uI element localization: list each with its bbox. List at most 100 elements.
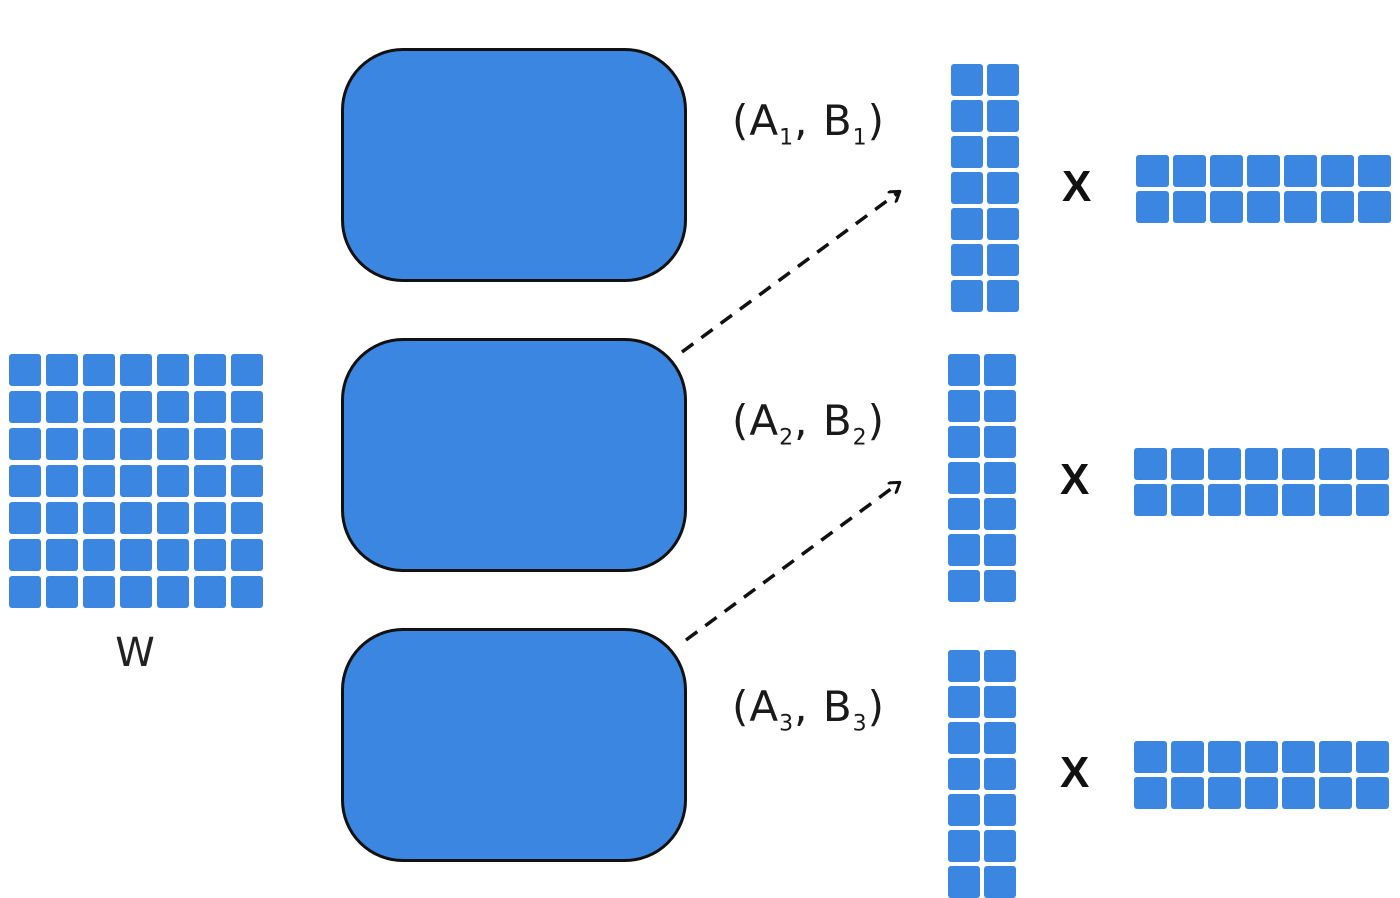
matrix-a1-cell: [987, 208, 1019, 240]
matrix-a2: [948, 354, 1016, 602]
matrix-a1-cell: [951, 136, 983, 168]
matrix-b2-cell: [1356, 484, 1389, 516]
matrix-w-cell: [231, 576, 263, 608]
matrix-b1-cell: [1247, 155, 1280, 187]
matrix-b1-cell: [1210, 155, 1243, 187]
diagram-canvas: W (A1, B1) (A2, B2) (A3, B3) X X X: [9, 48, 1391, 898]
block-2: [341, 338, 687, 572]
matrix-a2-cell: [984, 462, 1016, 494]
matrix-a2-cell: [984, 498, 1016, 530]
matrix-w-cell: [231, 502, 263, 534]
matrix-b3-cell: [1282, 777, 1315, 809]
matrix-b2-cell: [1245, 448, 1278, 480]
matrix-a3-cell: [948, 686, 980, 718]
matrix-w-cell: [46, 465, 78, 497]
matrix-w-cell: [83, 391, 115, 423]
matrix-w-cell: [120, 539, 152, 571]
matrix-w-cell: [9, 428, 41, 460]
matrix-w-cell: [83, 576, 115, 608]
matrix-a3-cell: [948, 794, 980, 826]
matrix-b3-cell: [1208, 741, 1241, 773]
matrix-a1-cell: [951, 280, 983, 312]
matrix-b2-cell: [1134, 448, 1167, 480]
matrix-b1-cell: [1358, 155, 1391, 187]
matrix-a3-cell: [984, 650, 1016, 682]
matrix-w-cell: [46, 354, 78, 386]
matrix-a3-cell: [984, 722, 1016, 754]
matrix-b3-cell: [1319, 741, 1352, 773]
matrix-w-cell: [120, 576, 152, 608]
matrix-a2-cell: [948, 534, 980, 566]
matrix-a1-cell: [951, 244, 983, 276]
matrix-w-cell: [9, 576, 41, 608]
matrix-a1-cell: [987, 136, 1019, 168]
matrix-w: [9, 354, 263, 608]
matrix-w-cell: [9, 502, 41, 534]
matrix-a2-cell: [984, 426, 1016, 458]
matrix-w-cell: [120, 354, 152, 386]
matrix-b3-cell: [1282, 741, 1315, 773]
matrix-w-cell: [46, 502, 78, 534]
matrix-w-cell: [231, 391, 263, 423]
matrix-w-cell: [231, 465, 263, 497]
matrix-a3-cell: [984, 758, 1016, 790]
matrix-w-cell: [231, 428, 263, 460]
matrix-b3-cell: [1356, 741, 1389, 773]
matrix-b3-cell: [1134, 777, 1167, 809]
matrix-w-cell: [157, 391, 189, 423]
matrix-w-cell: [194, 428, 226, 460]
matrix-b2-cell: [1282, 448, 1315, 480]
matrix-a2-cell: [984, 390, 1016, 422]
matrix-a3-cell: [948, 866, 980, 898]
matrix-a2-cell: [984, 354, 1016, 386]
matrix-a1-cell: [987, 64, 1019, 96]
matrix-a3-cell: [948, 830, 980, 862]
matrix-b3-cell: [1134, 741, 1167, 773]
matrix-b3: [1134, 741, 1389, 809]
matrix-w-cell: [120, 502, 152, 534]
matrix-a3-cell: [948, 758, 980, 790]
matrix-a2-cell: [984, 534, 1016, 566]
times-symbol-3: X: [1060, 748, 1090, 797]
matrix-b1-cell: [1247, 191, 1280, 223]
matrix-b1-cell: [1173, 155, 1206, 187]
matrix-b3-cell: [1245, 777, 1278, 809]
matrix-b1-cell: [1173, 191, 1206, 223]
matrix-w-label: W: [115, 630, 155, 676]
matrix-a1-cell: [951, 100, 983, 132]
matrix-b2-cell: [1134, 484, 1167, 516]
matrix-b1-cell: [1321, 191, 1354, 223]
matrix-a3-cell: [984, 686, 1016, 718]
matrix-a1-cell: [987, 244, 1019, 276]
matrix-w-cell: [46, 539, 78, 571]
matrix-a2-cell: [948, 570, 980, 602]
matrix-b2: [1134, 448, 1389, 516]
matrix-w-cell: [157, 502, 189, 534]
matrix-b2-cell: [1171, 448, 1204, 480]
matrix-b1-cell: [1136, 155, 1169, 187]
matrix-w-cell: [194, 391, 226, 423]
matrix-b3-cell: [1319, 777, 1352, 809]
matrix-w-cell: [9, 354, 41, 386]
matrix-w-cell: [157, 428, 189, 460]
matrix-b1: [1136, 155, 1391, 223]
matrix-b1-cell: [1284, 191, 1317, 223]
matrix-w-cell: [157, 465, 189, 497]
matrix-a1-cell: [951, 208, 983, 240]
matrix-b2-cell: [1171, 484, 1204, 516]
matrix-b1-cell: [1358, 191, 1391, 223]
matrix-a3-cell: [948, 722, 980, 754]
matrix-w-cell: [157, 539, 189, 571]
matrix-w-cell: [83, 465, 115, 497]
matrix-w-cell: [83, 354, 115, 386]
pair-label-1: (A1, B1): [732, 96, 886, 151]
pair-label-2: (A2, B2): [732, 396, 886, 451]
matrix-w-cell: [83, 502, 115, 534]
matrix-w-cell: [194, 576, 226, 608]
matrix-a2-cell: [948, 354, 980, 386]
matrix-w-cell: [46, 428, 78, 460]
matrix-b2-cell: [1245, 484, 1278, 516]
block-1: [341, 48, 687, 282]
matrix-w-cell: [46, 576, 78, 608]
matrix-a3: [948, 650, 1016, 898]
